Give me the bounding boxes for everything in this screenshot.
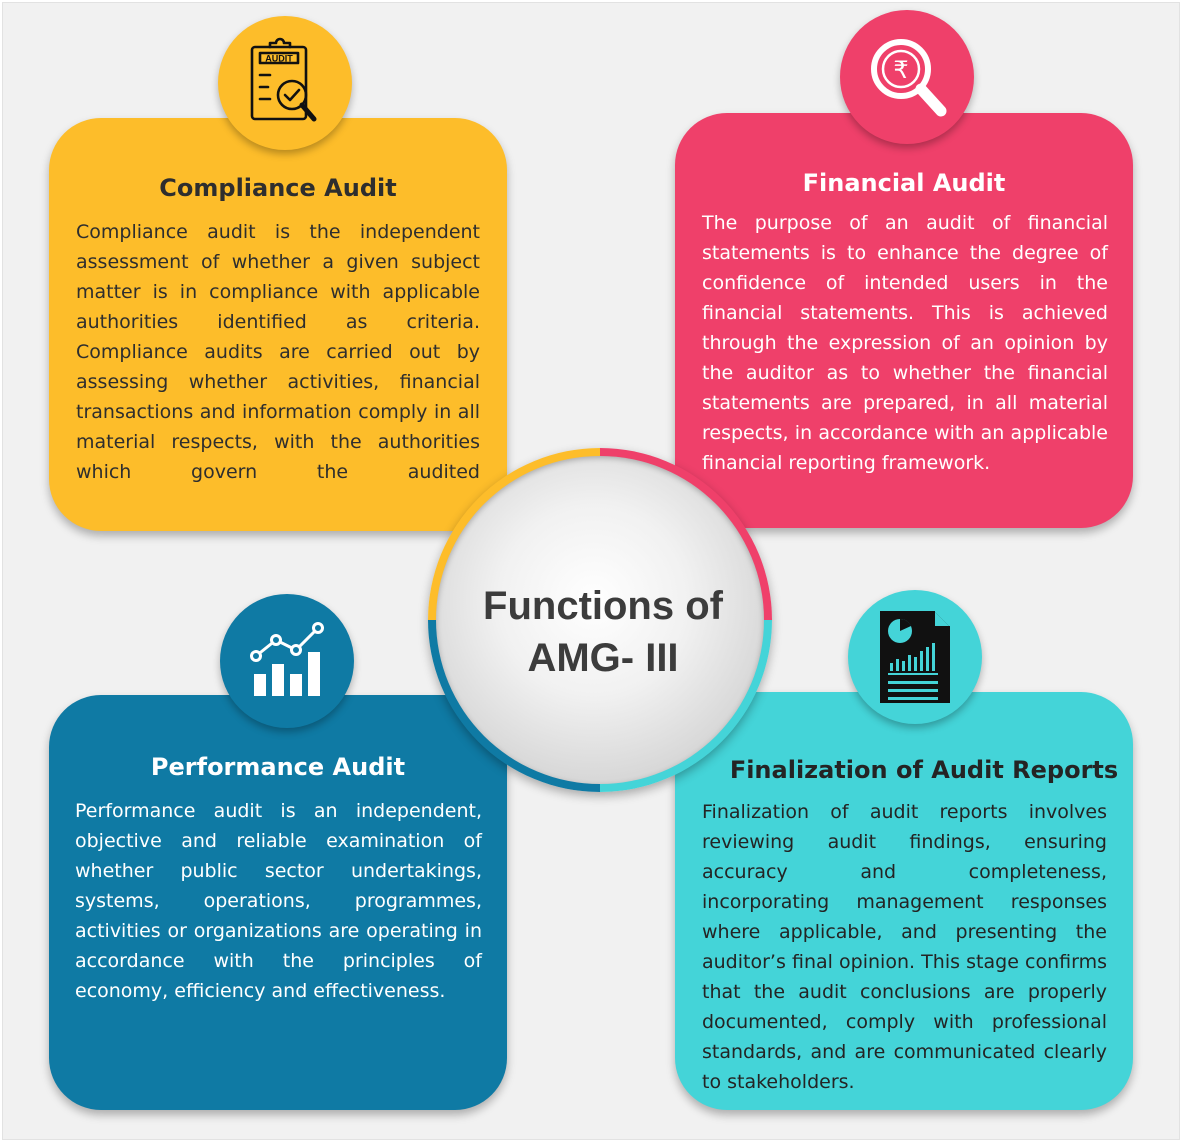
financial-audit-title: Financial Audit: [802, 169, 1006, 197]
performance-audit-body: Performance audit is an independent, obj…: [75, 800, 482, 1002]
center-title-line1: Functions of: [483, 584, 723, 628]
card-compliance-audit: Compliance Audit Compliance audit is the…: [49, 118, 507, 531]
compliance-audit-title: Compliance Audit: [159, 174, 397, 202]
card-financial-audit: Financial Audit The purpose of an audit …: [675, 113, 1133, 528]
card-finalization-audit-reports: Finalization of Audit Reports Finalizati…: [675, 692, 1133, 1110]
compliance-audit-body: Compliance audit is the independent asse…: [76, 221, 480, 483]
finalization-body: Finalization of audit reports involves r…: [702, 801, 1107, 1093]
performance-audit-title: Performance Audit: [150, 753, 406, 781]
audit-clipboard-icon: AUDIT: [218, 16, 352, 150]
card-performance-audit: Performance Audit Performance audit is a…: [49, 695, 507, 1110]
center-title-line2: AMG- III: [527, 636, 679, 680]
rupee-magnifier-icon: ₹: [840, 10, 974, 144]
bar-chart-trend-icon: [220, 594, 354, 728]
rupee-symbol: ₹: [893, 56, 908, 84]
audit-icon-label: AUDIT: [265, 54, 293, 64]
report-document-icon: [848, 590, 982, 724]
finalization-title: Finalization of Audit Reports: [729, 756, 1119, 784]
financial-audit-body: The purpose of an audit of financial sta…: [702, 212, 1108, 474]
center-circle: [436, 456, 764, 784]
